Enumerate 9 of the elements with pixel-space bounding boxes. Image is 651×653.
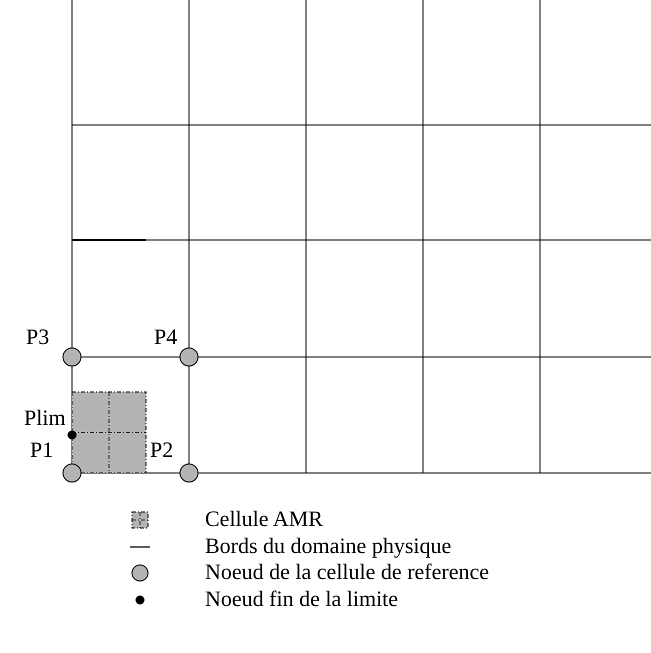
point-label: P3: [26, 325, 50, 349]
point-label: P1: [30, 438, 54, 462]
point-label: P4: [154, 325, 178, 349]
point-label: Plim: [24, 406, 66, 430]
legend-text: Bords du domaine physique: [205, 534, 452, 558]
legend-text: Noeud de la cellule de reference: [205, 560, 489, 584]
legend-text: Cellule AMR: [205, 507, 323, 531]
legend-text: Noeud fin de la limite: [205, 587, 398, 611]
point-label: P2: [150, 438, 174, 462]
